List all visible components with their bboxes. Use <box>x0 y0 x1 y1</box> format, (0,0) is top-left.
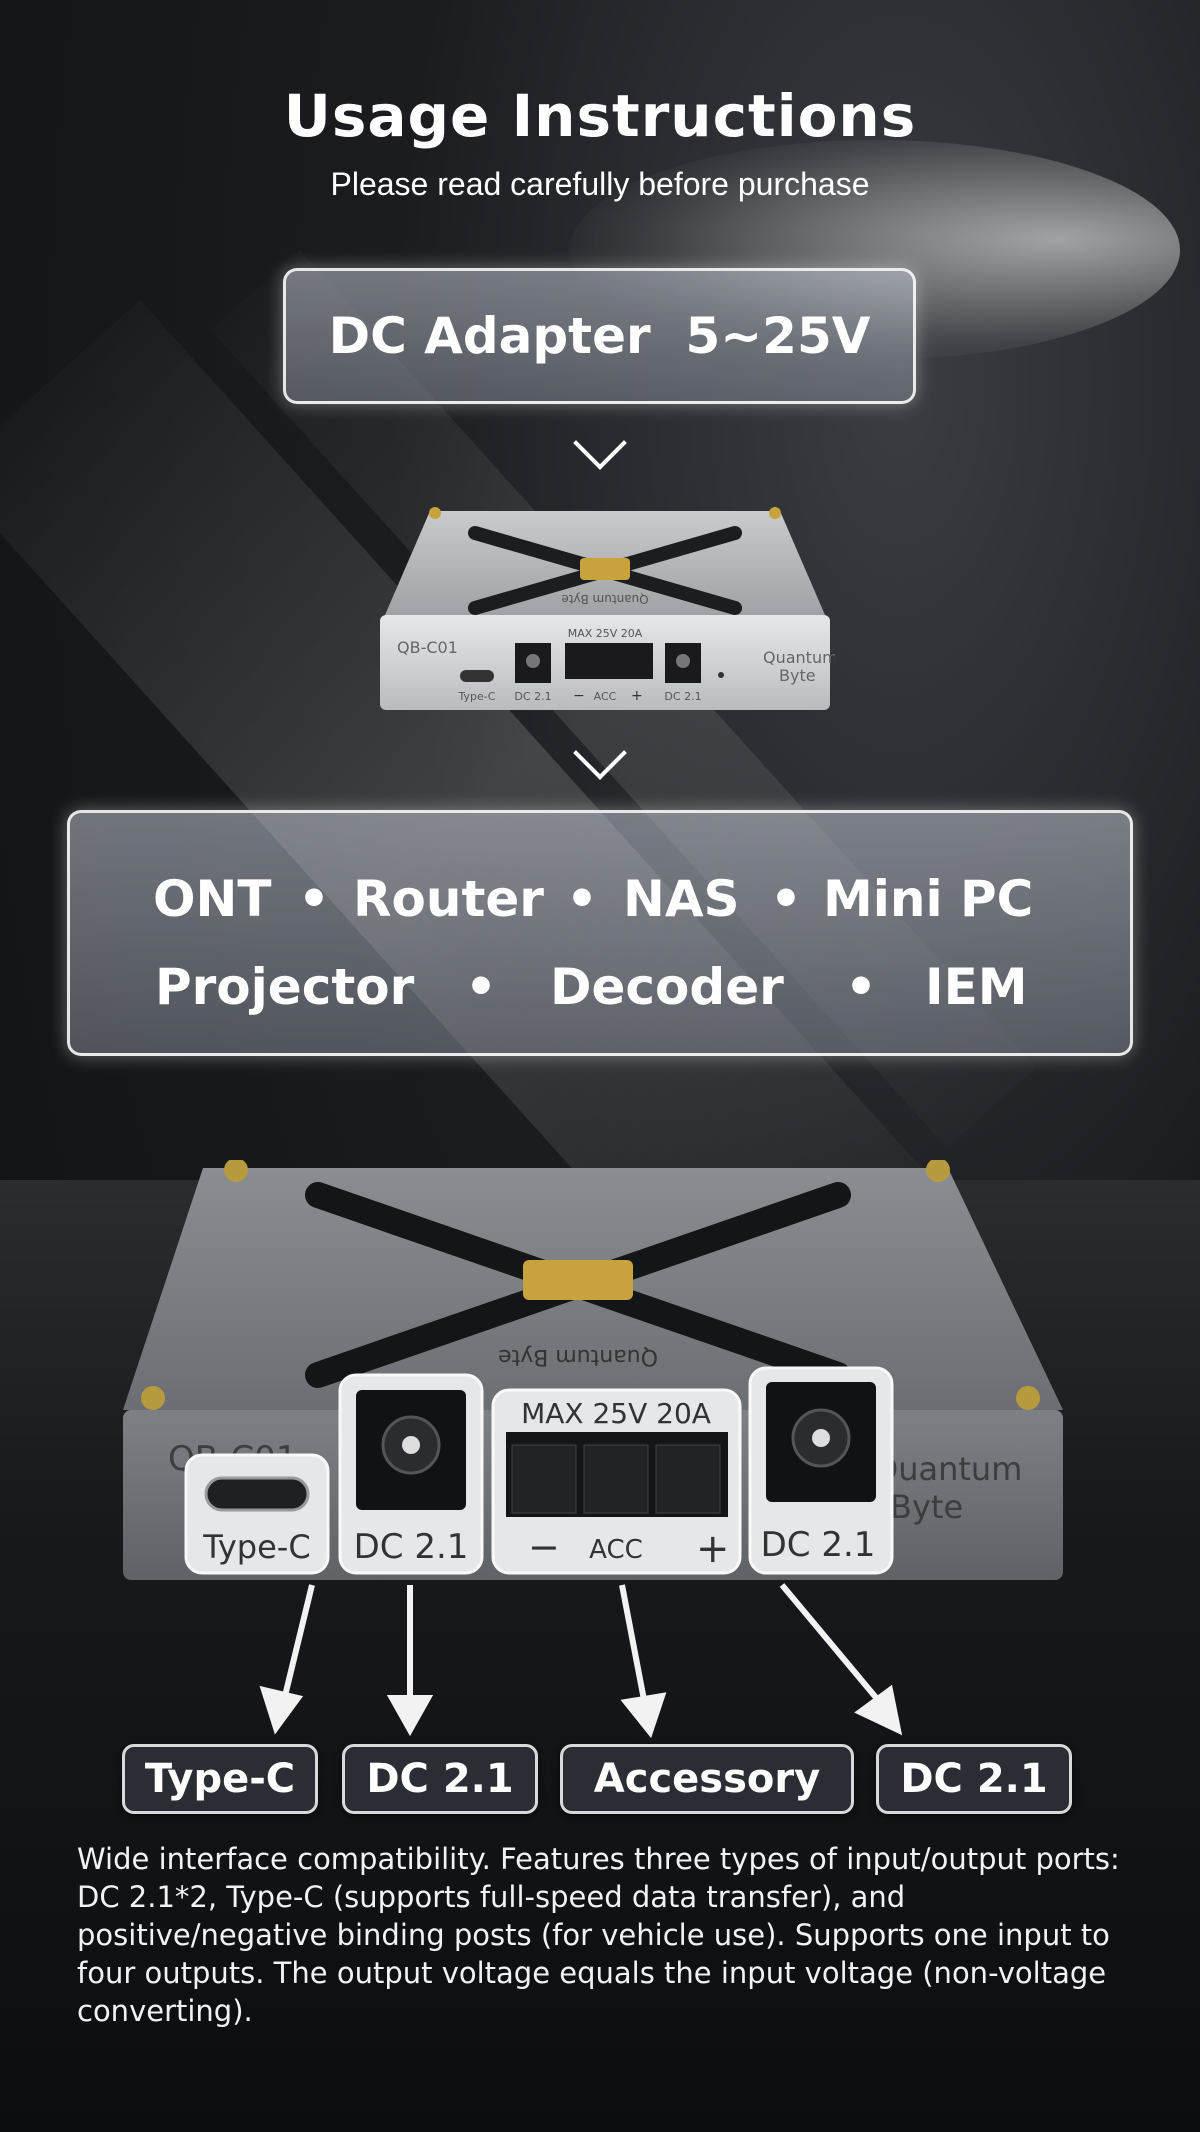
device-item-projector: Projector <box>155 958 415 1016</box>
device-item-router: Router <box>353 870 544 928</box>
page-subtitle: Please read carefully before purchase <box>330 166 870 202</box>
typec-text: Type-C <box>458 690 496 703</box>
center-hub <box>523 1260 633 1300</box>
port-label-typec: Type-C <box>122 1744 318 1814</box>
arrow-head <box>854 1684 903 1736</box>
device-large-image: Quantum Byte QB-C01 Quantum Byte Type-C … <box>123 1160 1063 1580</box>
brand-text: Quantum <box>873 1450 1022 1488</box>
typec-port <box>460 670 494 682</box>
dc-text: DC 2.1 <box>664 690 701 703</box>
separator-dot: • <box>770 870 802 928</box>
max-text: MAX 25V 20A <box>568 627 643 640</box>
center-hub <box>580 558 630 580</box>
model-text: QB-C01 <box>397 638 458 657</box>
device-item-nas: NAS <box>623 870 740 928</box>
device-item-decoder: Decoder <box>550 958 784 1016</box>
arrow-line <box>619 1584 647 1701</box>
devices-panel: ONT • Router • NAS • Mini PC Projector •… <box>67 810 1133 1056</box>
acc-text: ACC <box>594 690 617 703</box>
arrow-head <box>386 1695 434 1737</box>
minus-text: − <box>528 1525 560 1569</box>
typec-text: Type-C <box>202 1528 310 1566</box>
separator-dot: • <box>465 958 497 1016</box>
adapter-label: DC Adapter 5~25V <box>328 307 871 365</box>
separator-dot: • <box>298 870 330 928</box>
arrow-head <box>259 1685 304 1735</box>
adapter-panel: DC Adapter 5~25V <box>283 268 916 404</box>
separator-dot: • <box>566 870 598 928</box>
arrow-line <box>779 1583 881 1702</box>
top-brand-text: Quantum Byte <box>498 1344 658 1369</box>
dc-text: DC 2.1 <box>514 690 551 703</box>
port-label-dc-left: DC 2.1 <box>342 1744 538 1814</box>
plus-text: + <box>696 1526 730 1572</box>
device-small-image: Quantum Byte QB-C01 Quantum Byte Type-C … <box>380 507 835 710</box>
minus-text: − <box>573 688 585 704</box>
page-title: Usage Instructions <box>283 82 917 150</box>
device-item-iem: IEM <box>925 958 1028 1016</box>
acc-text: ACC <box>589 1535 643 1565</box>
max-text: MAX 25V 20A <box>521 1397 711 1430</box>
led-indicator <box>718 672 724 678</box>
port-label-accessory: Accessory <box>560 1744 854 1814</box>
brand-text: Byte <box>779 666 816 685</box>
device-item-mini-pc: Mini PC <box>823 870 1034 928</box>
top-brand-text: Quantum Byte <box>561 592 648 606</box>
dc-text: DC 2.1 <box>354 1527 469 1567</box>
description-text: Wide interface compatibility. Features t… <box>77 1842 1120 2028</box>
arrow-head <box>620 1692 667 1739</box>
plus-text: + <box>631 688 643 704</box>
separator-dot: • <box>845 958 877 1016</box>
terminal-block <box>565 643 653 679</box>
device-item-ont: ONT <box>153 870 272 928</box>
arrow-line <box>281 1584 315 1701</box>
dc-text: DC 2.1 <box>761 1525 876 1565</box>
port-label-dc-right: DC 2.1 <box>876 1744 1072 1814</box>
brand-text: Quantum <box>763 648 835 667</box>
callout-arrows <box>259 1583 903 1739</box>
chevron-down-icon <box>573 416 627 470</box>
brand-text: Byte <box>890 1488 963 1526</box>
